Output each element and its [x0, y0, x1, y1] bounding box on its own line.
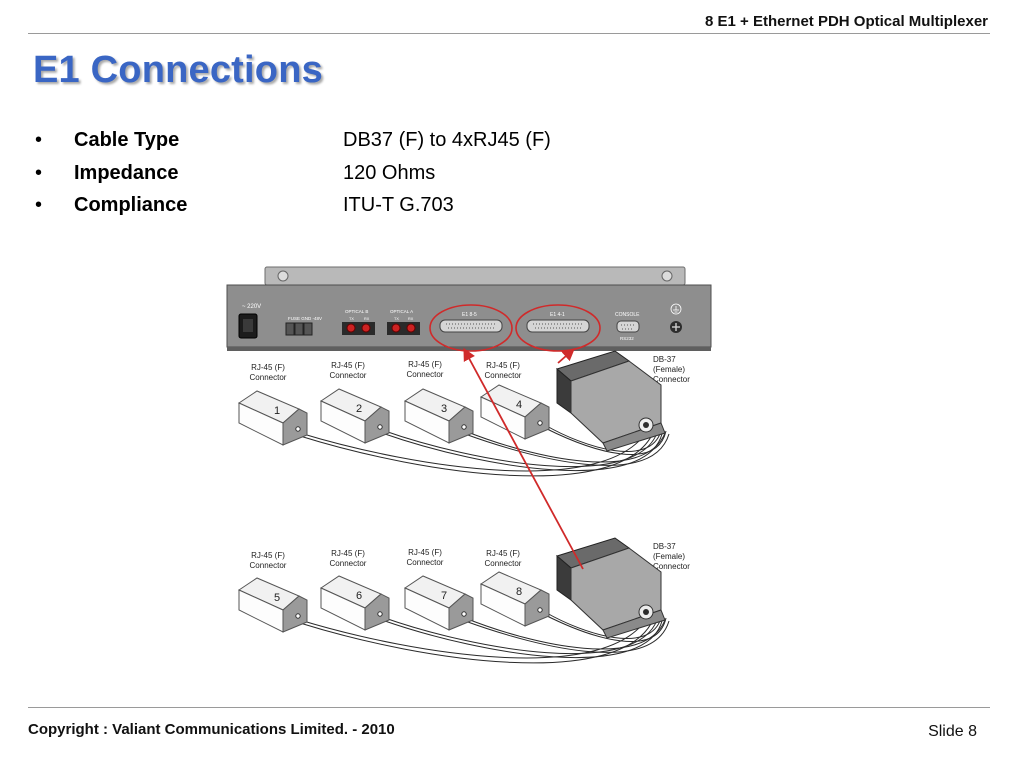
spec-value: 120 Ohms — [343, 161, 436, 184]
optical-a-label: OPTICAL A — [390, 309, 413, 314]
fuse-label: FUSE GND -48V — [288, 316, 322, 321]
db37-label: (Female) — [653, 365, 685, 374]
db37-connector-top — [555, 350, 666, 452]
bullet: • — [35, 129, 43, 151]
power-terminal — [285, 322, 295, 336]
copyright-text: Copyright : Valiant Communications Limit… — [28, 721, 395, 738]
rj45-connector-1: 1 — [237, 390, 308, 446]
rj45-label: RJ-45 (F) — [486, 361, 520, 370]
rj45-label: RJ-45 (F) — [408, 548, 442, 557]
db37-connector-bottom — [555, 537, 666, 639]
panel-face — [226, 284, 712, 348]
rj45-label: RJ-45 (F) — [251, 363, 285, 372]
e1-connection-diagram: ~ 220V FUSE GND -48V OPTICAL B TX RX OPT… — [226, 266, 712, 664]
connection-arrow-to-e1-group-1 — [463, 347, 584, 570]
footer-divider — [28, 707, 990, 708]
rj45-number: 6 — [356, 590, 362, 602]
rj45-number: 8 — [516, 586, 522, 598]
rj45-label: Connector — [330, 371, 367, 380]
rj45-connector-3: 3 — [403, 388, 474, 444]
header-title: 8 E1 + Ethernet PDH Optical Multiplexer — [705, 13, 988, 30]
rj45-label: Connector — [330, 559, 367, 568]
slide-number: Slide 8 — [928, 723, 977, 740]
e1-group-2-highlight — [515, 304, 601, 352]
rj45-label: RJ-45 (F) — [408, 360, 442, 369]
rj45-label: Connector — [485, 371, 522, 380]
rj45-label: Connector — [407, 370, 444, 379]
rj45-labels-bottom: RJ-45 (F) Connector RJ-45 (F) Connector … — [250, 548, 522, 570]
optical-b-label: OPTICAL B — [345, 309, 368, 314]
e1-group-1-db37-port — [439, 319, 503, 333]
spec-value: ITU-T G.703 — [343, 194, 454, 216]
db37-label: DB-37 — [653, 355, 676, 364]
rj45-connector-5: 5 — [237, 577, 308, 633]
db37-label: Connector — [653, 562, 690, 571]
e1-group-2-db37-port — [526, 319, 590, 333]
optical-a-rx-label: RX — [408, 317, 414, 321]
rj45-number: 7 — [441, 590, 447, 602]
e1-group-1-label: E1 8-5 — [462, 312, 477, 318]
optical-b-tx-label: TX — [349, 317, 354, 321]
power-terminal — [294, 322, 304, 336]
ground-icon — [670, 303, 682, 315]
bullet: • — [35, 161, 43, 184]
db37-label: Connector — [653, 375, 690, 384]
rj45-number: 1 — [274, 405, 280, 417]
optical-b-rx-label: RX — [364, 317, 370, 321]
optical-a-tx-label: TX — [394, 317, 399, 321]
header-divider — [28, 33, 990, 34]
spec-label: Impedance — [74, 161, 179, 184]
rj45-label: Connector — [250, 561, 287, 570]
db37-label: DB-37 — [653, 542, 676, 551]
optical-a-rx-port — [406, 323, 416, 333]
mount-screw — [661, 270, 673, 282]
db37-label: (Female) — [653, 552, 685, 561]
rj45-label: RJ-45 (F) — [331, 549, 365, 558]
mount-screw — [277, 270, 289, 282]
optical-b-tx-port — [346, 323, 356, 333]
optical-b-rx-port — [361, 323, 371, 333]
power-label: ~ 220V — [242, 304, 261, 310]
rj45-number: 5 — [274, 592, 280, 604]
rj45-connector-8: 8 — [479, 571, 550, 627]
rj45-connector-6: 6 — [319, 575, 390, 631]
spec-value: DB37 (F) to 4xRJ45 (F) — [343, 129, 551, 151]
rj45-connector-4: 4 — [479, 384, 550, 440]
optical-a-tx-port — [391, 323, 401, 333]
db37-labels: DB-37 (Female) Connector DB-37 (Female) … — [653, 355, 690, 571]
rack-ear — [264, 266, 686, 286]
slide-title: E1 Connections — [33, 49, 323, 91]
rj45-number: 2 — [356, 403, 362, 415]
rj45-number: 4 — [516, 399, 522, 411]
cables-top — [299, 424, 670, 477]
console-port-label: RS232 — [620, 336, 634, 341]
power-socket-inner — [243, 319, 253, 332]
rj45-number: 3 — [441, 403, 447, 415]
bullet: • — [35, 194, 43, 216]
rj45-label: RJ-45 (F) — [251, 551, 285, 560]
device-rear-panel: ~ 220V FUSE GND -48V OPTICAL B TX RX OPT… — [226, 266, 712, 351]
connection-arrow-to-e1-group-2 — [557, 348, 575, 364]
console-label: CONSOLE — [615, 312, 640, 318]
cables-bottom — [299, 611, 670, 664]
rj45-label: RJ-45 (F) — [486, 549, 520, 558]
spec-label: Cable Type — [74, 129, 180, 151]
rj45-connector-7: 7 — [403, 575, 474, 631]
rj45-label: Connector — [250, 373, 287, 382]
rj45-labels-top: RJ-45 (F) Connector RJ-45 (F) Connector … — [250, 360, 522, 382]
console-db9-port — [616, 320, 640, 333]
rj45-connector-2: 2 — [319, 388, 390, 444]
rj45-label: Connector — [485, 559, 522, 568]
rj45-label: Connector — [407, 558, 444, 567]
rj45-label: RJ-45 (F) — [331, 361, 365, 370]
spec-label: Compliance — [74, 194, 188, 216]
power-terminal — [303, 322, 313, 336]
e1-group-2-label: E1 4-1 — [550, 312, 565, 318]
